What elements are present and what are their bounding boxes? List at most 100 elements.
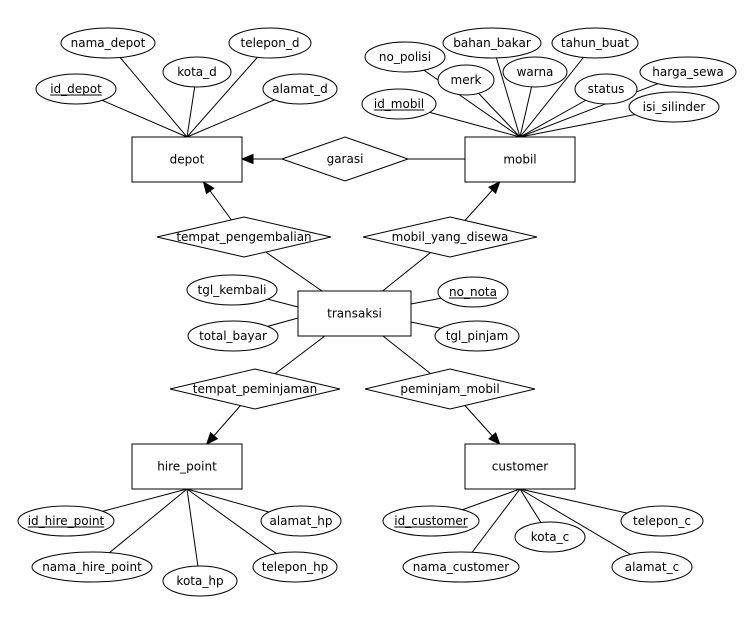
attribute-label: status	[588, 82, 625, 96]
attribute-label: no_polisi	[379, 50, 431, 64]
attribute-ellipse	[574, 73, 638, 105]
attribute-id-customer[interactable]: id_customer	[382, 505, 480, 537]
relationship-mobil-yang-disewa[interactable]: mobil_yang_disewa	[362, 216, 538, 258]
attribute-id-mobil[interactable]: id_mobil	[361, 88, 437, 120]
attribute-no-nota[interactable]: no_nota	[437, 276, 509, 308]
attribute-label: harga_sewa	[652, 65, 723, 79]
attribute-ellipse	[60, 27, 156, 59]
attribute-label: isi_silinder	[643, 100, 706, 114]
relationship-label: garasi	[327, 152, 364, 166]
attribute-ellipse	[186, 274, 278, 306]
attribute-label: bahan_bakar	[453, 36, 531, 50]
attribute-label: telepon_c	[633, 514, 691, 528]
attribute-telepon-hp[interactable]: telepon_hp	[252, 551, 338, 583]
entity-hire-point[interactable]: hire_point	[131, 443, 243, 490]
attribute-kota-d[interactable]: kota_d	[162, 56, 232, 88]
attribute-label: alamat_hp	[269, 514, 332, 528]
entity-transaksi[interactable]: transaksi	[297, 290, 412, 337]
attribute-label: kota_c	[531, 530, 570, 544]
attribute-kota-hp[interactable]: kota_hp	[162, 565, 238, 597]
attribute-merk[interactable]: merk	[437, 64, 495, 96]
attribute-telepon-d[interactable]: telepon_d	[228, 27, 312, 59]
attribute-tahun-buat[interactable]: tahun_buat	[551, 27, 639, 59]
attribute-total-bayar[interactable]: total_bayar	[187, 320, 279, 352]
attribute-label: nama_hire_point	[42, 560, 142, 574]
attribute-telepon-c[interactable]: telepon_c	[620, 505, 704, 537]
attribute-ellipse	[551, 27, 639, 59]
attribute-ellipse	[262, 73, 338, 105]
relationship-diamond	[364, 368, 536, 410]
entity-box	[297, 290, 412, 337]
attribute-ellipse	[434, 320, 520, 352]
entity-label: mobil	[503, 153, 536, 167]
attribute-ellipse	[437, 276, 509, 308]
attribute-label: nama_customer	[413, 560, 510, 574]
attribute-nama-customer[interactable]: nama_customer	[402, 551, 520, 583]
attribute-tgl-kembali[interactable]: tgl_kembali	[186, 274, 278, 306]
attribute-nama-depot[interactable]: nama_depot	[60, 27, 156, 59]
attribute-no-polisi[interactable]: no_polisi	[364, 41, 446, 73]
attribute-ellipse	[35, 73, 117, 105]
relationship-label: peminjam_mobil	[400, 382, 499, 396]
attribute-harga-sewa[interactable]: harga_sewa	[639, 56, 737, 88]
relationship-tempat-peminjaman[interactable]: tempat_peminjaman	[169, 368, 341, 410]
relationship-tempat-pengembalian[interactable]: tempat_pengembalian	[156, 216, 332, 258]
attribute-ellipse	[437, 64, 495, 96]
attribute-label: alamat_d	[272, 82, 327, 96]
relationship-garasi[interactable]: garasi	[280, 136, 410, 182]
attribute-alamat-hp[interactable]: alamat_hp	[260, 505, 342, 537]
attribute-line-nama-depot	[107, 42, 188, 138]
attribute-ellipse	[31, 551, 153, 583]
entity-label: customer	[492, 460, 549, 474]
arrowhead-peminjam-mobil	[488, 431, 501, 445]
attribute-label: alamat_c	[625, 560, 679, 574]
attribute-bahan-bakar[interactable]: bahan_bakar	[442, 27, 542, 59]
attribute-nama-hire-point[interactable]: nama_hire_point	[31, 551, 153, 583]
attribute-ellipse	[628, 91, 720, 123]
relationship-diamond	[156, 216, 332, 258]
attribute-kota-c[interactable]: kota_c	[514, 521, 586, 553]
entity-mobil[interactable]: mobil	[464, 136, 576, 183]
attribute-status[interactable]: status	[574, 73, 638, 105]
attribute-ellipse	[502, 56, 568, 88]
entity-label: depot	[170, 153, 205, 167]
attribute-ellipse	[620, 505, 704, 537]
attribute-line-tahun-buat	[519, 42, 596, 138]
attribute-label: kota_d	[177, 65, 217, 79]
attribute-label: tgl_pinjam	[446, 329, 509, 343]
attribute-ellipse	[361, 88, 437, 120]
relationship-diamond	[280, 136, 410, 182]
entity-label: transaksi	[327, 307, 382, 321]
entity-box	[131, 443, 243, 490]
attribute-label: tahun_buat	[561, 36, 629, 50]
attribute-id-hire-point[interactable]: id_hire_point	[17, 505, 115, 537]
attribute-ellipse	[382, 505, 480, 537]
key-attribute-label: id_depot	[50, 82, 102, 96]
attribute-ellipse	[364, 41, 446, 73]
key-attribute-label: id_customer	[394, 514, 468, 528]
attribute-ellipse	[228, 27, 312, 59]
attribute-label: total_bayar	[199, 329, 267, 343]
attribute-ellipse	[162, 565, 238, 597]
attribute-alamat-c[interactable]: alamat_c	[611, 551, 693, 583]
attribute-id-depot[interactable]: id_depot	[35, 73, 117, 105]
attribute-label: merk	[451, 73, 482, 87]
attribute-tgl-pinjam[interactable]: tgl_pinjam	[434, 320, 520, 352]
attribute-ellipse	[611, 551, 693, 583]
attribute-alamat-d[interactable]: alamat_d	[262, 73, 338, 105]
attribute-isi-silinder[interactable]: isi_silinder	[628, 91, 720, 123]
entity-customer[interactable]: customer	[464, 443, 576, 490]
relationship-label: tempat_peminjaman	[193, 382, 317, 396]
entity-depot[interactable]: depot	[131, 136, 243, 183]
entity-box	[464, 136, 576, 183]
attribute-ellipse	[162, 56, 232, 88]
key-attribute-label: no_nota	[449, 285, 497, 299]
relationship-peminjam-mobil[interactable]: peminjam_mobil	[364, 368, 536, 410]
relationship-diamond	[169, 368, 341, 410]
attribute-label: tgl_kembali	[198, 283, 267, 297]
entity-box	[131, 136, 243, 183]
attribute-warna[interactable]: warna	[502, 56, 568, 88]
arrowhead-tempat-peminjaman	[205, 431, 219, 445]
attribute-label: telepon_hp	[262, 560, 329, 574]
relationship-diamond	[362, 216, 538, 258]
